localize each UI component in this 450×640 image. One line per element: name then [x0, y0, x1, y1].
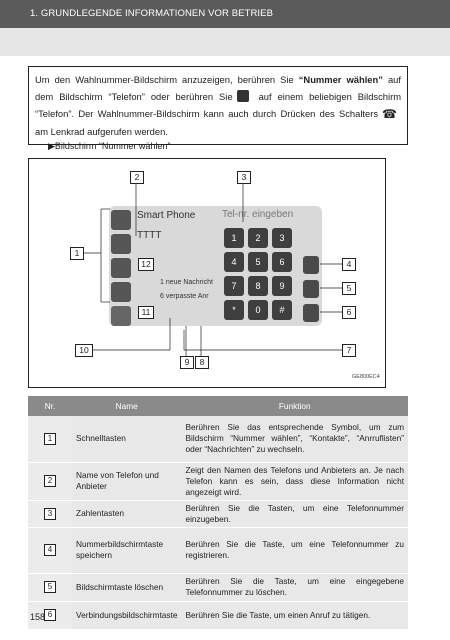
callout-6: 6 — [342, 306, 356, 319]
save-number-button[interactable] — [303, 256, 319, 274]
call-button[interactable] — [303, 304, 319, 322]
keypad-key[interactable]: 5 — [248, 252, 268, 272]
keypad-key[interactable]: 1 — [224, 228, 244, 248]
screen-app-title: Smart Phone — [137, 210, 196, 221]
callout-12: 12 — [138, 258, 154, 271]
callout-9: 9 — [180, 356, 194, 369]
screen-header-right: Tel-nr. eingeben — [222, 209, 294, 220]
quick-button-dial[interactable] — [111, 210, 131, 230]
quick-button-contacts[interactable] — [111, 234, 131, 254]
figure-code: GE800EC4 — [352, 374, 380, 380]
callout-10: 10 — [75, 344, 93, 357]
header-band — [0, 28, 450, 56]
keypad-key[interactable]: 8 — [248, 276, 268, 296]
callout-7: 7 — [342, 344, 356, 357]
intro-bold: “Nummer wählen” — [298, 74, 383, 85]
figure-caption: ▶Bildschirm “Nummer wählen” — [48, 141, 171, 151]
keypad-key[interactable]: * — [224, 300, 244, 320]
row-number: 2 — [44, 475, 56, 487]
callout-5: 5 — [342, 282, 356, 295]
row-number: 6 — [44, 609, 56, 621]
header-name: Name — [72, 396, 182, 416]
keypad-key[interactable]: 4 — [224, 252, 244, 272]
page-number: 158 — [30, 612, 46, 622]
row-desc: Berühren Sie die Taste, um einen Anruf z… — [181, 601, 408, 630]
keypad-key[interactable]: 3 — [272, 228, 292, 248]
intro-text-1: Um den Wahlnummer-Bildschirm anzuzeigen,… — [35, 74, 299, 85]
row-name: Zahlentasten — [72, 500, 182, 528]
row-number: 4 — [44, 544, 56, 556]
quick-button-history[interactable] — [111, 258, 131, 278]
row-name: Nummerbildschirmtaste speichern — [72, 527, 182, 574]
keypad-key[interactable]: 7 — [224, 276, 244, 296]
row-number: 3 — [44, 507, 56, 520]
table-row: 5 Bildschirmtaste löschen Berühren Sie d… — [28, 573, 408, 602]
intro-text-4: am Lenkrad aufgerufen werden. — [35, 126, 168, 137]
keypad-key[interactable]: # — [272, 300, 292, 320]
delete-button[interactable] — [303, 280, 319, 298]
intro-box: Um den Wahlnummer-Bildschirm anzuzeigen,… — [28, 66, 408, 145]
row-name: Name von Telefon und Anbieter — [72, 462, 182, 501]
row-desc: Berühren Sie das entsprechende Symbol, u… — [181, 416, 408, 463]
page-header: 1. GRUNDLEGENDE INFORMATIONEN VOR BETRIE… — [0, 0, 450, 28]
row-name: Schnelltasten — [72, 416, 182, 463]
screen-msg1: 1 neue Nachricht — [160, 279, 213, 286]
keypad-key[interactable]: 2 — [248, 228, 268, 248]
intro-text-3: auf einem beliebigen Bildschirm “Telefon… — [35, 91, 402, 119]
table-row: 3 Zahlentasten Berühren Sie die Tasten, … — [28, 500, 408, 528]
callout-3: 3 — [237, 171, 251, 184]
table-row: 1 Schnelltasten Berühren Sie das entspre… — [28, 416, 408, 463]
header-nr: Nr. — [28, 396, 72, 416]
row-desc: Zeigt den Namen des Telefons und Anbiete… — [181, 462, 408, 501]
chapter-title: 1. GRUNDLEGENDE INFORMATIONEN VOR BETRIE… — [30, 8, 274, 19]
intro-text-2: auf dem Bildschirm “Telefon” oder berühr… — [35, 74, 401, 102]
header-function: Funktion — [181, 396, 408, 416]
table-row: 2 Name von Telefon und Anbieter Zeigt de… — [28, 462, 408, 501]
quick-button-messages[interactable] — [111, 282, 131, 302]
callout-11: 11 — [138, 306, 154, 319]
callout-8: 8 — [195, 356, 209, 369]
function-table: Nr. Name Funktion 1 Schnelltasten Berühr… — [28, 396, 408, 630]
row-name: Verbindungsbildschirmtaste — [72, 601, 182, 630]
keypad-key[interactable]: 6 — [272, 252, 292, 272]
table-row: 4 Nummerbildschirmtaste speichern Berühr… — [28, 527, 408, 574]
screen-name-text: TTTT — [137, 230, 162, 241]
keypad-key[interactable]: 0 — [248, 300, 268, 320]
back-button[interactable] — [111, 306, 131, 326]
table-header-row: Nr. Name Funktion — [28, 396, 408, 416]
row-number: 1 — [44, 432, 56, 445]
callout-4: 4 — [342, 258, 356, 271]
callout-2: 2 — [130, 171, 144, 184]
phone-menu-icon — [236, 90, 249, 102]
screen-msg2: 6 verpasste Anr — [160, 293, 209, 300]
row-desc: Berühren Sie die Taste, um eine eingegeb… — [181, 573, 408, 602]
row-desc: Berühren Sie die Taste, um eine Telefonn… — [181, 527, 408, 574]
callout-1: 1 — [70, 247, 84, 260]
table-row: 6 Verbindungsbildschirmtaste Berühren Si… — [28, 601, 408, 630]
steering-phone-switch-icon: ☎ — [382, 107, 397, 121]
row-number: 5 — [44, 581, 56, 593]
row-name: Bildschirmtaste löschen — [72, 573, 182, 602]
keypad-key[interactable]: 9 — [272, 276, 292, 296]
row-desc: Berühren Sie die Tasten, um eine Telefon… — [181, 500, 408, 528]
